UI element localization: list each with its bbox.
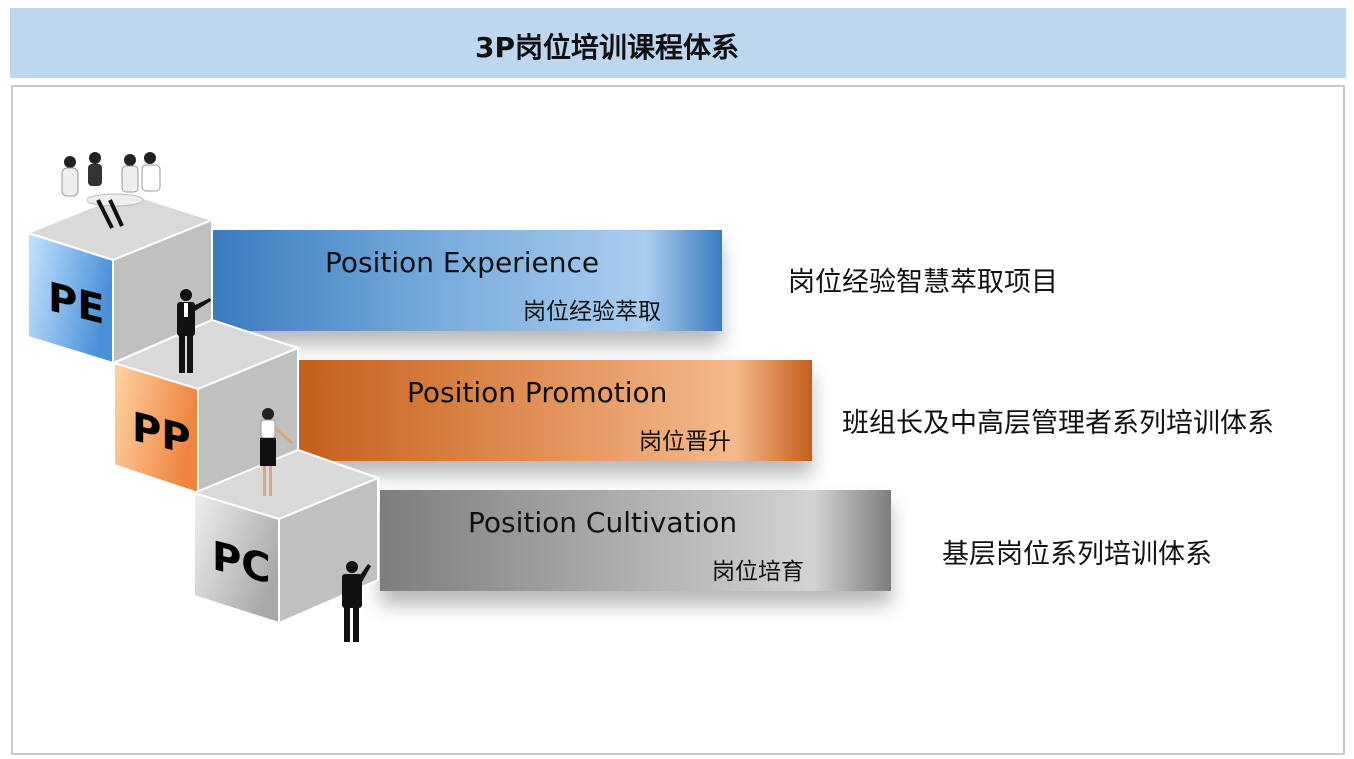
bar-chinese-label: 岗位培育 bbox=[712, 559, 804, 585]
businesswoman-icon bbox=[260, 408, 293, 496]
meeting-group-icon bbox=[61, 152, 161, 229]
bar-position-experience: Position Experience 岗位经验萃取 bbox=[213, 230, 722, 331]
title-banner: 3P岗位培训课程体系 bbox=[10, 8, 1346, 78]
businessman-pointing-icon bbox=[177, 289, 211, 373]
bar-english-label: Position Experience bbox=[325, 246, 600, 279]
businessman-writing-icon bbox=[342, 561, 371, 642]
page-title: 3P岗位培训课程体系 bbox=[475, 31, 740, 64]
content-frame bbox=[11, 85, 1345, 755]
bar-position-promotion: Position Promotion 岗位晋升 bbox=[299, 360, 812, 461]
bar-chinese-label: 岗位经验萃取 bbox=[523, 299, 661, 325]
description-pc: 基层岗位系列培训体系 bbox=[942, 539, 1212, 570]
description-pp: 班组长及中高层管理者系列培训体系 bbox=[842, 408, 1274, 439]
bar-english-label: Position Promotion bbox=[407, 376, 668, 409]
bar-english-label: Position Cultivation bbox=[468, 506, 738, 539]
bar-position-cultivation: Position Cultivation 岗位培育 bbox=[380, 490, 891, 591]
bar-chinese-label: 岗位晋升 bbox=[639, 429, 731, 455]
description-pe: 岗位经验智慧萃取项目 bbox=[788, 267, 1058, 298]
